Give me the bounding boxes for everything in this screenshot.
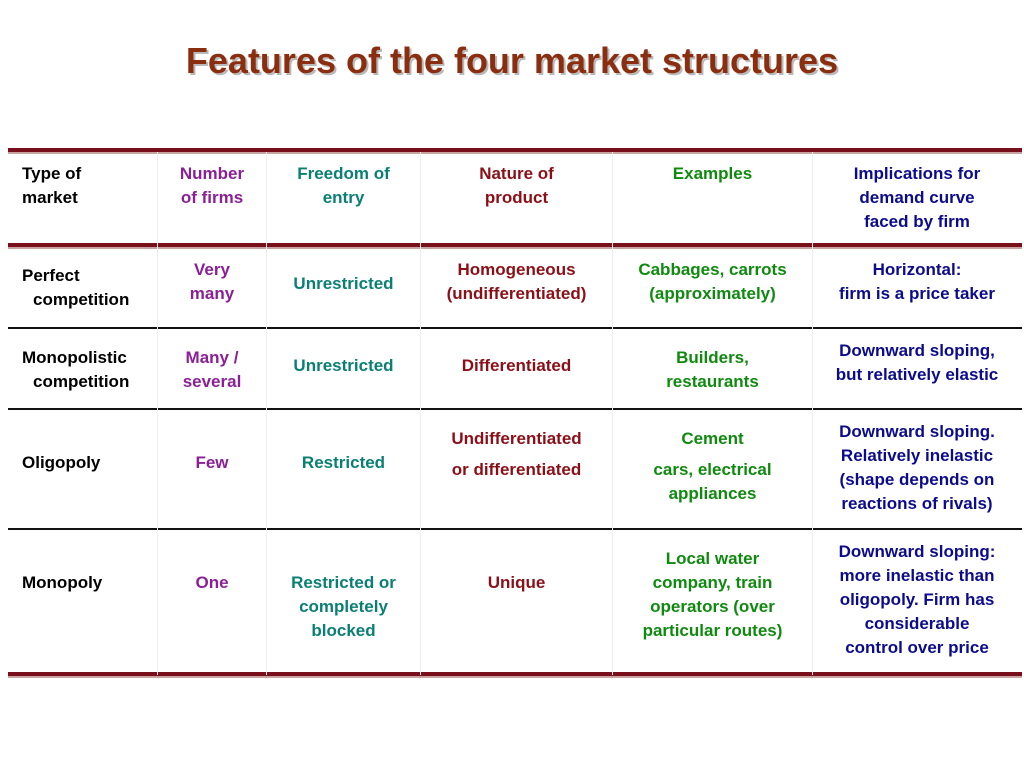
table-row-perfect-type: Perfect competition — [22, 265, 130, 309]
table-row-perfect-entry: Unrestricted — [293, 274, 394, 293]
table-row-perfect-number: Very many — [189, 260, 235, 303]
table-bottom-rule — [8, 672, 1022, 676]
row-divider — [8, 528, 1022, 530]
table-row-perfect-nature: Homogeneous (undifferentiated) — [446, 260, 587, 303]
table-row-oligopoly-type: Oligopoly — [22, 453, 101, 472]
table-row-monopoly-examples: Local water company, train operators (ov… — [642, 549, 783, 640]
header-bottom-rule — [8, 243, 1022, 247]
column-divider — [420, 152, 421, 675]
row-divider — [8, 327, 1022, 329]
table-row-monopolistic-number: Many / several — [182, 347, 242, 391]
column-divider — [612, 152, 613, 675]
table-row-perfect-examples: Cabbages, carrots (approximately) — [638, 260, 787, 303]
column-divider — [812, 152, 813, 675]
table-row-oligopoly-nature: Undifferentiated or differentiated — [451, 429, 582, 479]
header-nature-of-product: Nature of product — [479, 164, 554, 207]
header-type-of-market: Type of market — [22, 164, 82, 207]
header-number-of-firms: Number of firms — [179, 164, 245, 207]
table-row-monopoly-number: One — [195, 573, 229, 592]
table-row-oligopoly-implications: Downward sloping. Relatively inelastic (… — [839, 422, 995, 513]
table-top-rule — [8, 148, 1022, 152]
table-row-monopoly-implications: Downward sloping: more inelastic than ol… — [838, 542, 996, 657]
table-row-oligopoly-entry: Restricted — [301, 453, 386, 472]
header-implications: Implications for demand curve faced by f… — [853, 164, 981, 231]
table-row-monopolistic-examples: Builders, restaurants — [666, 347, 759, 391]
table-row-monopoly-type: Monopoly — [22, 573, 103, 592]
table-row-oligopoly-examples: Cement cars, electrical appliances — [653, 429, 772, 503]
table-row-oligopoly-number: Few — [195, 453, 229, 472]
column-divider — [266, 152, 267, 675]
table-row-monopoly-nature: Unique — [487, 573, 546, 592]
table-row-monopoly-entry: Restricted or completely blocked — [291, 573, 396, 640]
table-row-monopolistic-nature: Differentiated — [461, 356, 572, 375]
page-title: Features of the four market structures — [185, 40, 839, 81]
table-row-monopolistic-type: Monopolistic competition — [22, 347, 130, 391]
table-row-perfect-implications: Horizontal: firm is a price taker — [839, 260, 995, 303]
header-examples: Examples — [672, 164, 753, 183]
column-divider — [157, 152, 158, 675]
table-row-monopolistic-implications: Downward sloping, but relatively elastic — [835, 341, 999, 384]
row-divider — [8, 408, 1022, 410]
header-freedom-of-entry: Freedom of entry — [297, 164, 390, 207]
table-row-monopolistic-entry: Unrestricted — [293, 356, 394, 375]
